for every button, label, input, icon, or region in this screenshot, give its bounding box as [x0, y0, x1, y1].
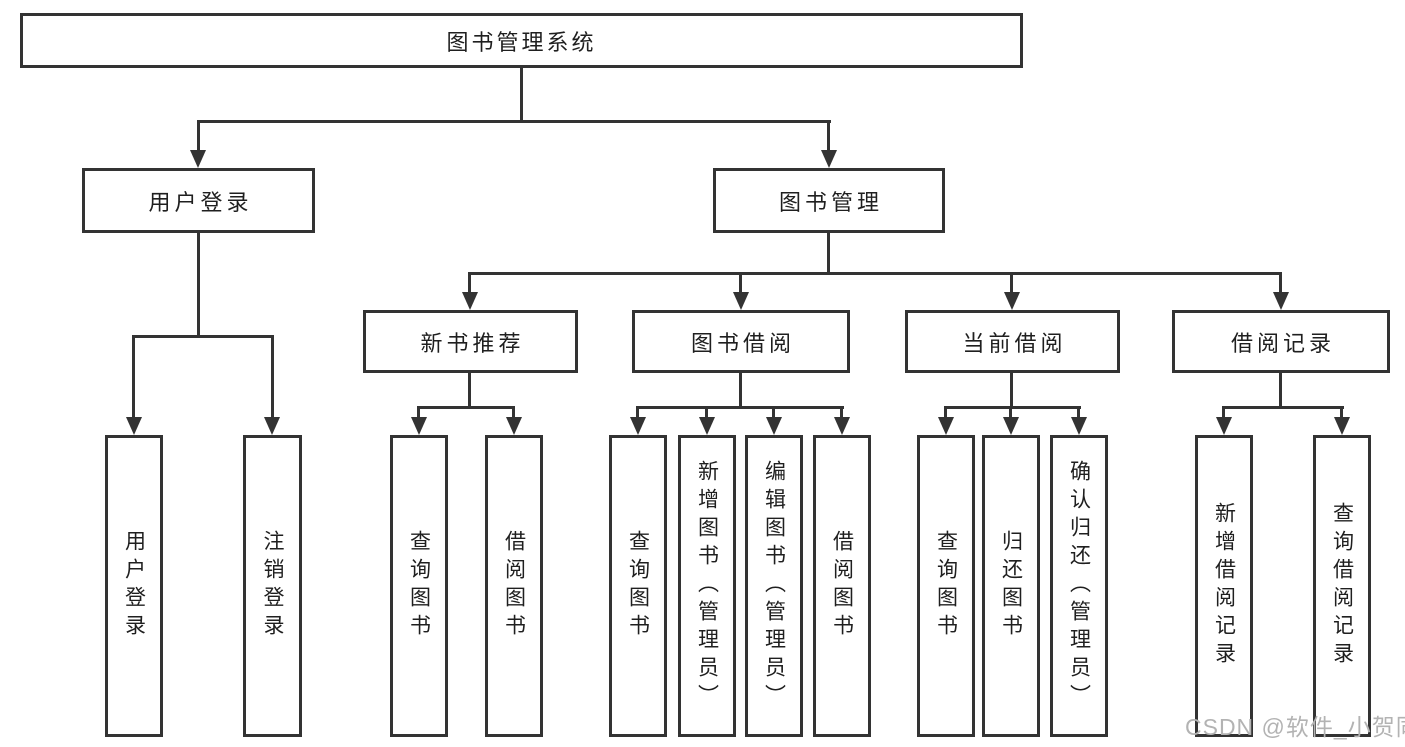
leaf-label: 新增借阅记录 — [1212, 502, 1236, 670]
connector-arrow — [699, 417, 715, 435]
leaf-label: 编辑图书（管理员） — [762, 460, 786, 712]
leaf-label: 注销登录 — [261, 530, 284, 642]
connector-arrow — [821, 150, 837, 168]
connector-vline — [772, 406, 775, 420]
leaf-confirm-return-admin: 确认归还（管理员） — [1050, 435, 1108, 737]
connector-arrow — [506, 417, 522, 435]
connector-hline — [468, 272, 1282, 275]
connector-vline — [197, 120, 200, 152]
connector-arrow — [766, 417, 782, 435]
connector-hline — [944, 406, 1081, 409]
connector-arrow — [190, 150, 206, 168]
node-book-management: 图书管理 — [713, 168, 945, 233]
connector-hline — [417, 406, 515, 409]
connector-vline — [1222, 406, 1225, 420]
connector-vline — [1077, 406, 1080, 420]
connector-vline — [417, 406, 420, 420]
leaf-query-book-current: 查询图书 — [917, 435, 975, 737]
connector-vline — [636, 406, 639, 420]
node-borrow-record: 借阅记录 — [1172, 310, 1390, 373]
leaf-label: 借阅图书 — [830, 530, 854, 642]
connector-arrow — [411, 417, 427, 435]
leaf-query-book-borrow: 查询图书 — [609, 435, 667, 737]
leaf-label: 用户登录 — [122, 530, 146, 642]
connector-vline — [1009, 406, 1012, 420]
connector-hline — [636, 406, 844, 409]
leaf-query-book-recommend: 查询图书 — [390, 435, 448, 737]
csdn-watermark: CSDN @软件_小贺同学 — [1185, 714, 1405, 740]
connector-vline — [827, 120, 830, 152]
connector-arrow — [834, 417, 850, 435]
node-book-borrow: 图书借阅 — [632, 310, 850, 373]
connector-vline — [739, 373, 742, 408]
connector-vline — [1340, 406, 1343, 420]
connector-arrow — [1071, 417, 1087, 435]
connector-vline — [520, 68, 523, 122]
connector-arrow — [1334, 417, 1350, 435]
connector-hline — [1222, 406, 1344, 409]
connector-vline — [1279, 373, 1282, 408]
node-current-borrow: 当前借阅 — [905, 310, 1120, 373]
connector-vline — [132, 335, 135, 420]
leaf-query-borrow-record: 查询借阅记录 — [1313, 435, 1371, 737]
node-user-login: 用户登录 — [82, 168, 315, 233]
leaf-add-book-admin: 新增图书（管理员） — [678, 435, 736, 737]
connector-arrow — [1004, 292, 1020, 310]
connector-arrow — [462, 292, 478, 310]
connector-vline — [468, 272, 471, 296]
connector-arrow — [1003, 417, 1019, 435]
connector-vline — [468, 373, 471, 408]
connector-arrow — [1273, 292, 1289, 310]
leaf-return-book: 归还图书 — [982, 435, 1040, 737]
connector-vline — [1010, 272, 1013, 296]
leaf-borrow-book: 借阅图书 — [813, 435, 871, 737]
leaf-label: 查询图书 — [934, 530, 958, 642]
connector-arrow — [264, 417, 280, 435]
connector-vline — [944, 406, 947, 420]
leaf-user-login: 用户登录 — [105, 435, 163, 737]
connector-vline — [1279, 272, 1282, 296]
leaf-label: 新增图书（管理员） — [695, 460, 719, 712]
leaf-add-borrow-record: 新增借阅记录 — [1195, 435, 1253, 737]
leaf-borrow-book-recommend: 借阅图书 — [485, 435, 543, 737]
connector-vline — [1010, 373, 1013, 408]
leaf-edit-book-admin: 编辑图书（管理员） — [745, 435, 803, 737]
connector-vline — [705, 406, 708, 420]
connector-vline — [512, 406, 515, 420]
connector-vline — [197, 233, 200, 337]
connector-arrow — [126, 417, 142, 435]
leaf-label: 归还图书 — [999, 530, 1023, 642]
leaf-label: 确认归还（管理员） — [1067, 460, 1091, 712]
connector-arrow — [1216, 417, 1232, 435]
connector-vline — [827, 233, 830, 274]
connector-vline — [739, 272, 742, 296]
connector-hline — [132, 335, 274, 338]
node-new-book-recommend: 新书推荐 — [363, 310, 578, 373]
leaf-logout: 注销登录 — [243, 435, 302, 737]
leaf-label: 查询图书 — [626, 530, 650, 642]
connector-hline — [197, 120, 831, 123]
node-root-system: 图书管理系统 — [20, 13, 1023, 68]
leaf-label: 查询图书 — [407, 530, 431, 642]
connector-arrow — [630, 417, 646, 435]
leaf-label: 查询借阅记录 — [1330, 502, 1354, 670]
connector-arrow — [938, 417, 954, 435]
connector-vline — [271, 335, 274, 420]
connector-vline — [840, 406, 843, 420]
leaf-label: 借阅图书 — [502, 530, 526, 642]
connector-arrow — [733, 292, 749, 310]
